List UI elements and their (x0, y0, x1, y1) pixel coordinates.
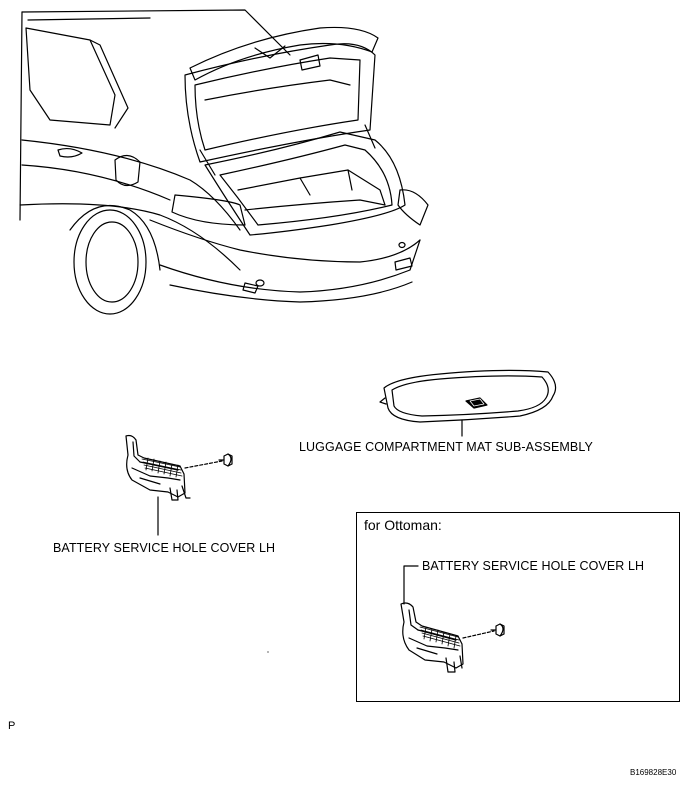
figure-id: B169828E30 (630, 768, 677, 777)
stray-dot (267, 651, 269, 653)
ottoman-inset-box: for Ottoman: (356, 512, 680, 702)
inset-battery-cover-illustration (400, 565, 505, 673)
inset-battery-cover-label: BATTERY SERVICE HOLE COVER LH (422, 559, 645, 573)
battery-cover-illustration (125, 434, 233, 536)
car-rear-illustration (19, 9, 429, 315)
luggage-mat-label: LUGGAGE COMPARTMENT MAT SUB-ASSEMBLY (299, 440, 593, 454)
corner-letter: P (8, 720, 16, 732)
luggage-mat-illustration (379, 369, 557, 437)
battery-cover-label: BATTERY SERVICE HOLE COVER LH (53, 541, 276, 555)
inset-title: for Ottoman: (364, 517, 442, 533)
